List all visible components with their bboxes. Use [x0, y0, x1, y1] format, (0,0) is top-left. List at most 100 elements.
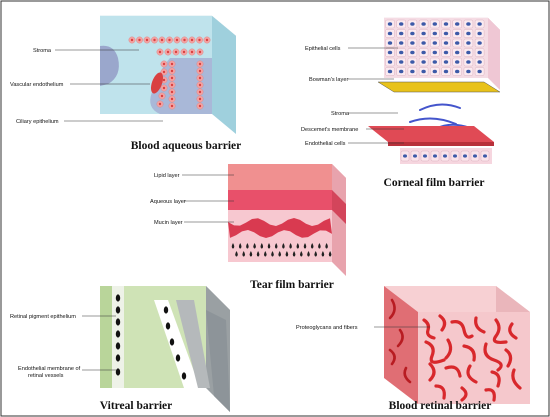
proteoglycan-fiber [474, 316, 486, 334]
ciliary-cell-nucleus [174, 50, 178, 54]
proteoglycans-label: Proteoglycans and fibers [296, 325, 358, 331]
mucin-droplet [289, 243, 292, 249]
corneal-panel: Epithelial cells Bowman's layer Stroma D… [301, 17, 501, 189]
epithelial-cell-nucleus [387, 69, 393, 74]
endothelial-membrane-label-line1: Endothelial membrane of [18, 366, 81, 372]
proteoglycan-fiber-side [388, 348, 396, 366]
epithelial-cell-nucleus [477, 41, 482, 45]
vitreal-back-band [206, 310, 230, 412]
vitreal-cells [115, 294, 187, 380]
epithelial-cell-nucleus [466, 31, 471, 36]
vitreal-cell [115, 354, 121, 362]
vitreal-cell [181, 372, 187, 380]
epithelial-cell-nucleus [455, 50, 460, 55]
mucin-layer-label: Mucin layer [154, 220, 183, 226]
proteoglycan-fiber [511, 368, 522, 390]
epithelial-cell-nucleus [421, 60, 426, 64]
vitreal-cell [115, 368, 121, 376]
epithelial-cell-nucleus [443, 69, 449, 74]
mucin-droplet [310, 243, 314, 249]
aqueous-block-side [212, 16, 236, 134]
corneal-epithelium-side [488, 18, 500, 90]
vitreal-title: Vitreal barrier [100, 400, 172, 412]
mucin-droplet [260, 243, 264, 249]
epithelial-cell-nucleus [477, 50, 482, 55]
ciliary-cell-group [128, 36, 211, 110]
epithelial-cell-nucleus [387, 60, 393, 64]
epithelial-cell-nucleus [421, 31, 426, 36]
epithelial-cell-nucleus [443, 60, 449, 64]
mucin-droplet [307, 251, 310, 257]
proteoglycan-fiber [428, 362, 436, 382]
epithelial-cell-nucleus [387, 41, 393, 45]
mucin-droplet [278, 251, 281, 257]
mucin-droplet [264, 251, 267, 257]
retinal-block-top [384, 286, 530, 312]
proteoglycan-fiber [424, 340, 446, 364]
vitreal-cell [115, 294, 121, 302]
proteoglycan-fiber [466, 364, 478, 384]
vitreal-cell [175, 354, 181, 362]
bowmans-layer-slab [377, 81, 501, 93]
epithelial-cell-nucleus [387, 31, 393, 36]
aqueous-stroma-patch [100, 45, 119, 86]
proteoglycan-fiber [492, 318, 508, 344]
epithelial-cell-nucleus [455, 31, 460, 36]
proteoglycan-fiber [462, 344, 476, 362]
mucin-droplet [303, 243, 307, 249]
ciliary-cell-nucleus [158, 102, 162, 106]
lipid-layer-label: Lipid layer [154, 173, 180, 179]
mucin-droplet [271, 251, 274, 257]
epithelial-cell-nucleus [466, 22, 471, 26]
ciliary-cell-nucleus [198, 38, 201, 42]
aqueous-layer-label: Aqueous layer [150, 199, 186, 205]
vitreal-cell [115, 318, 121, 326]
proteoglycan-fiber [508, 322, 518, 340]
ciliary-cell-nucleus [198, 90, 202, 94]
stroma-label: Stroma [33, 48, 52, 54]
ciliary-cell-nucleus [198, 97, 202, 101]
epithelial-cell-nucleus [410, 50, 415, 55]
epithelial-cell-nucleus [387, 22, 393, 26]
vitreal-cell [169, 338, 175, 346]
mucin-droplet [231, 243, 235, 249]
ciliary-cell-nucleus [182, 50, 186, 54]
endothelial-cell-nucleus [443, 154, 447, 158]
vitreal-cell [115, 306, 121, 314]
blood-retinal-title: Blood retinal barrier [389, 400, 492, 412]
ciliary-cell-nucleus [168, 38, 171, 42]
proteoglycan-fiber [434, 384, 446, 400]
vitreal-grey-band [176, 300, 210, 388]
epithelial-cell-nucleus [477, 22, 482, 26]
proteoglycan-fiber-side [403, 366, 412, 384]
epithelial-cell-nucleus [432, 69, 437, 74]
mucin-droplets [231, 243, 332, 257]
ciliary-cell-nucleus [190, 38, 194, 42]
ciliary-cell-nucleus [170, 97, 174, 101]
ciliary-cell-nucleus [183, 38, 186, 42]
mucin-layer-wave [228, 218, 332, 238]
lipid-layer [228, 164, 332, 190]
ciliary-cell-nucleus [198, 69, 202, 73]
proteoglycan-fiber [450, 320, 474, 339]
endothelial-cells-label: Endothelial cells [305, 141, 346, 147]
ciliary-cell-nucleus [205, 38, 209, 42]
mucin-droplet [321, 251, 325, 257]
ciliary-cell-nucleus [138, 38, 141, 42]
epithelial-cell-nucleus [399, 22, 404, 26]
epithelial-cell-nucleus [432, 41, 437, 45]
vitreal-cell [165, 322, 171, 330]
ciliary-cell-nucleus [170, 90, 174, 94]
blood-retinal-panel: Proteoglycans and fibers Blood retinal b… [296, 286, 530, 412]
epithelial-cell-nucleus [455, 41, 460, 45]
ciliary-epithelium-label: Ciliary epithelium [16, 119, 59, 125]
endothelial-cell-nucleus [463, 154, 467, 158]
ciliary-cell-nucleus [162, 62, 166, 66]
endothelial-cell-nucleus [483, 154, 487, 158]
mucin-droplet [253, 243, 256, 249]
epithelial-cell-nucleus [477, 69, 482, 74]
blood-aqueous-panel: Stroma Vascular endothelium Ciliary epit… [10, 15, 241, 152]
ciliary-cell-nucleus [170, 104, 174, 108]
descemets-membrane-label: Descemet's membrane [301, 127, 358, 133]
ciliary-cell-nucleus [170, 62, 174, 66]
